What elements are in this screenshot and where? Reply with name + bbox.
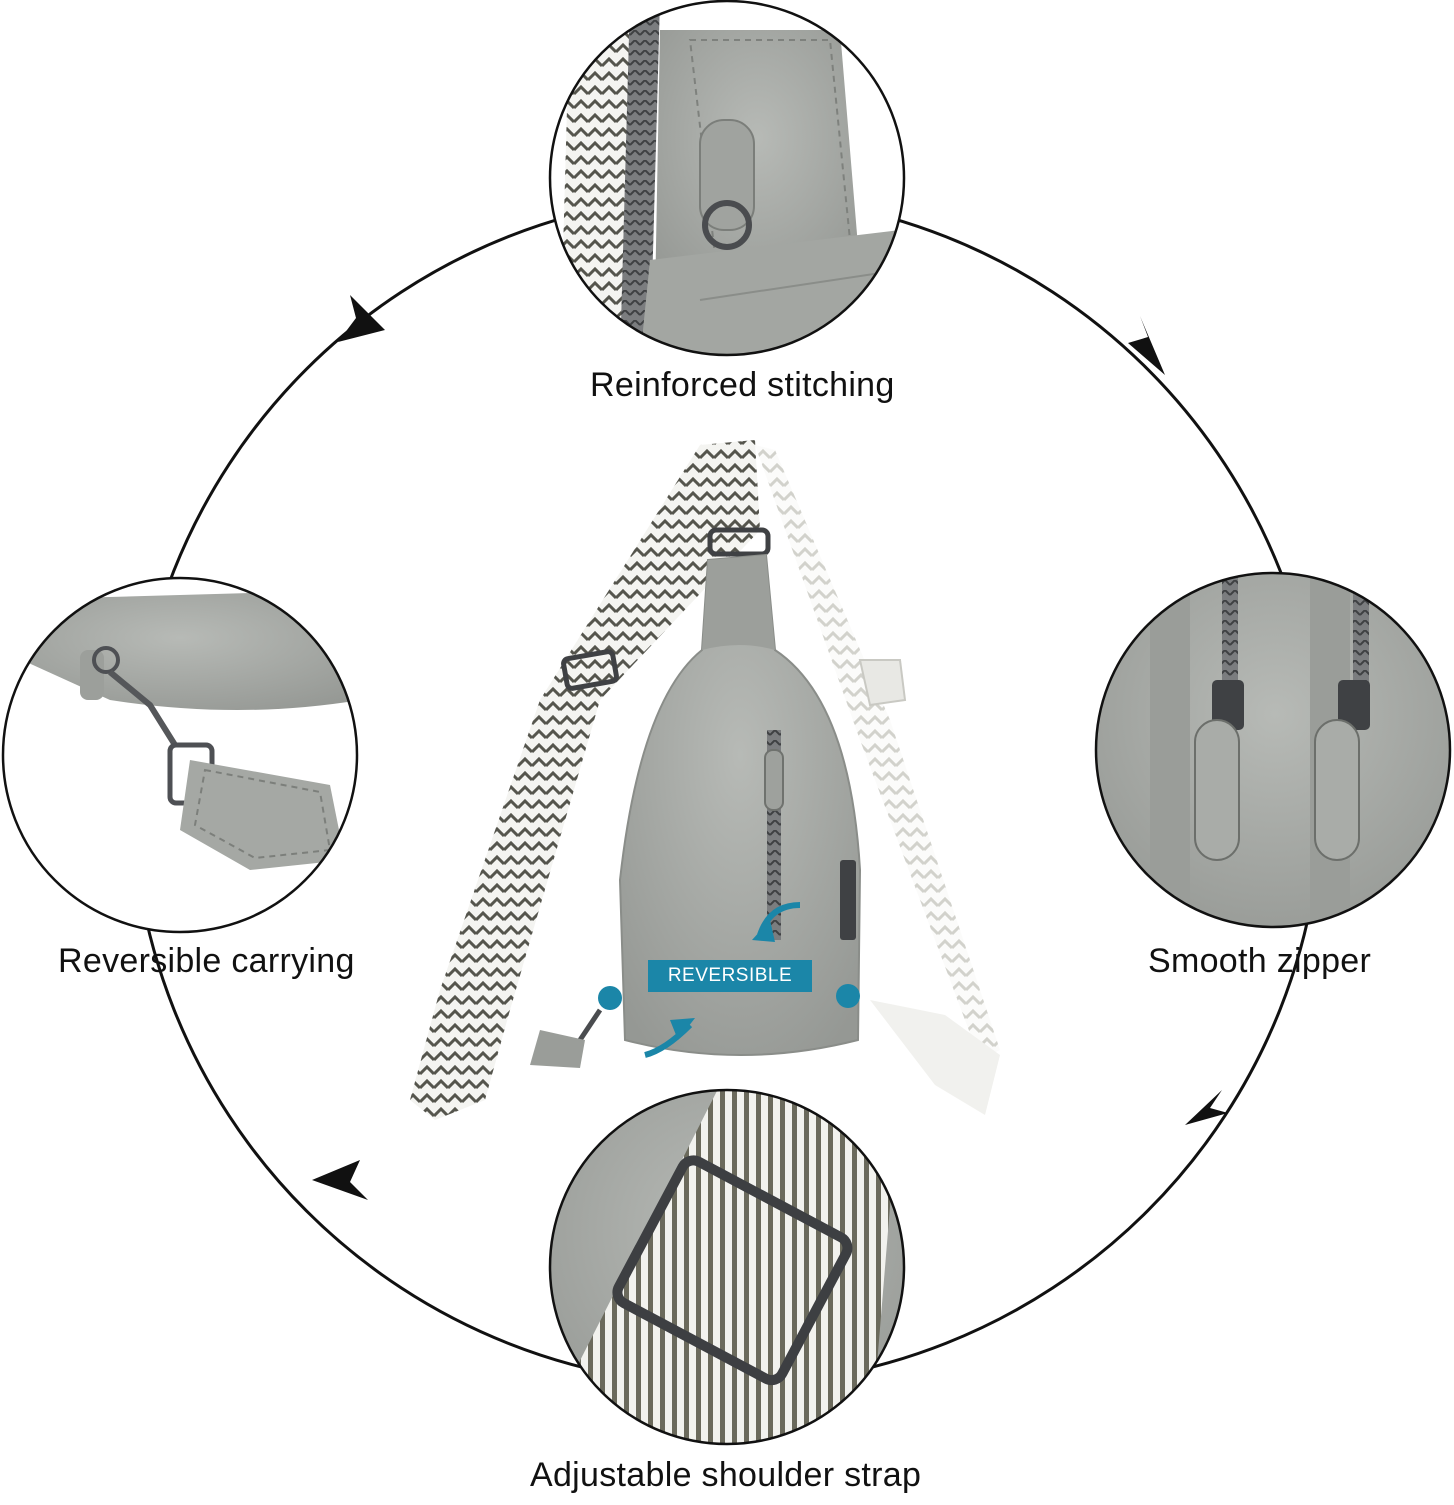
arrow-icon-bottom-right: [1185, 1090, 1228, 1125]
arrow-icon-bottom-left: [312, 1160, 368, 1200]
reversible-badge: REVERSIBLE: [648, 960, 812, 992]
detail-photo-reversible-carrying: [1, 576, 359, 934]
sling-bag-product: [410, 440, 1000, 1120]
feature-label-reversible-carrying: Reversible carrying: [58, 942, 355, 980]
detail-photo-reinforced-stitching: [548, 0, 906, 357]
feature-label-adjustable-strap: Adjustable shoulder strap: [530, 1456, 922, 1494]
detail-photo-smooth-zipper: [1094, 571, 1452, 929]
arrow-icon-top-right: [1128, 316, 1165, 375]
detail-photo-adjustable-strap: [548, 1088, 906, 1446]
arrow-icon-top-left: [338, 295, 385, 342]
feature-label-reinforced-stitching: Reinforced stitching: [590, 366, 895, 404]
feature-label-smooth-zipper: Smooth zipper: [1148, 942, 1372, 980]
